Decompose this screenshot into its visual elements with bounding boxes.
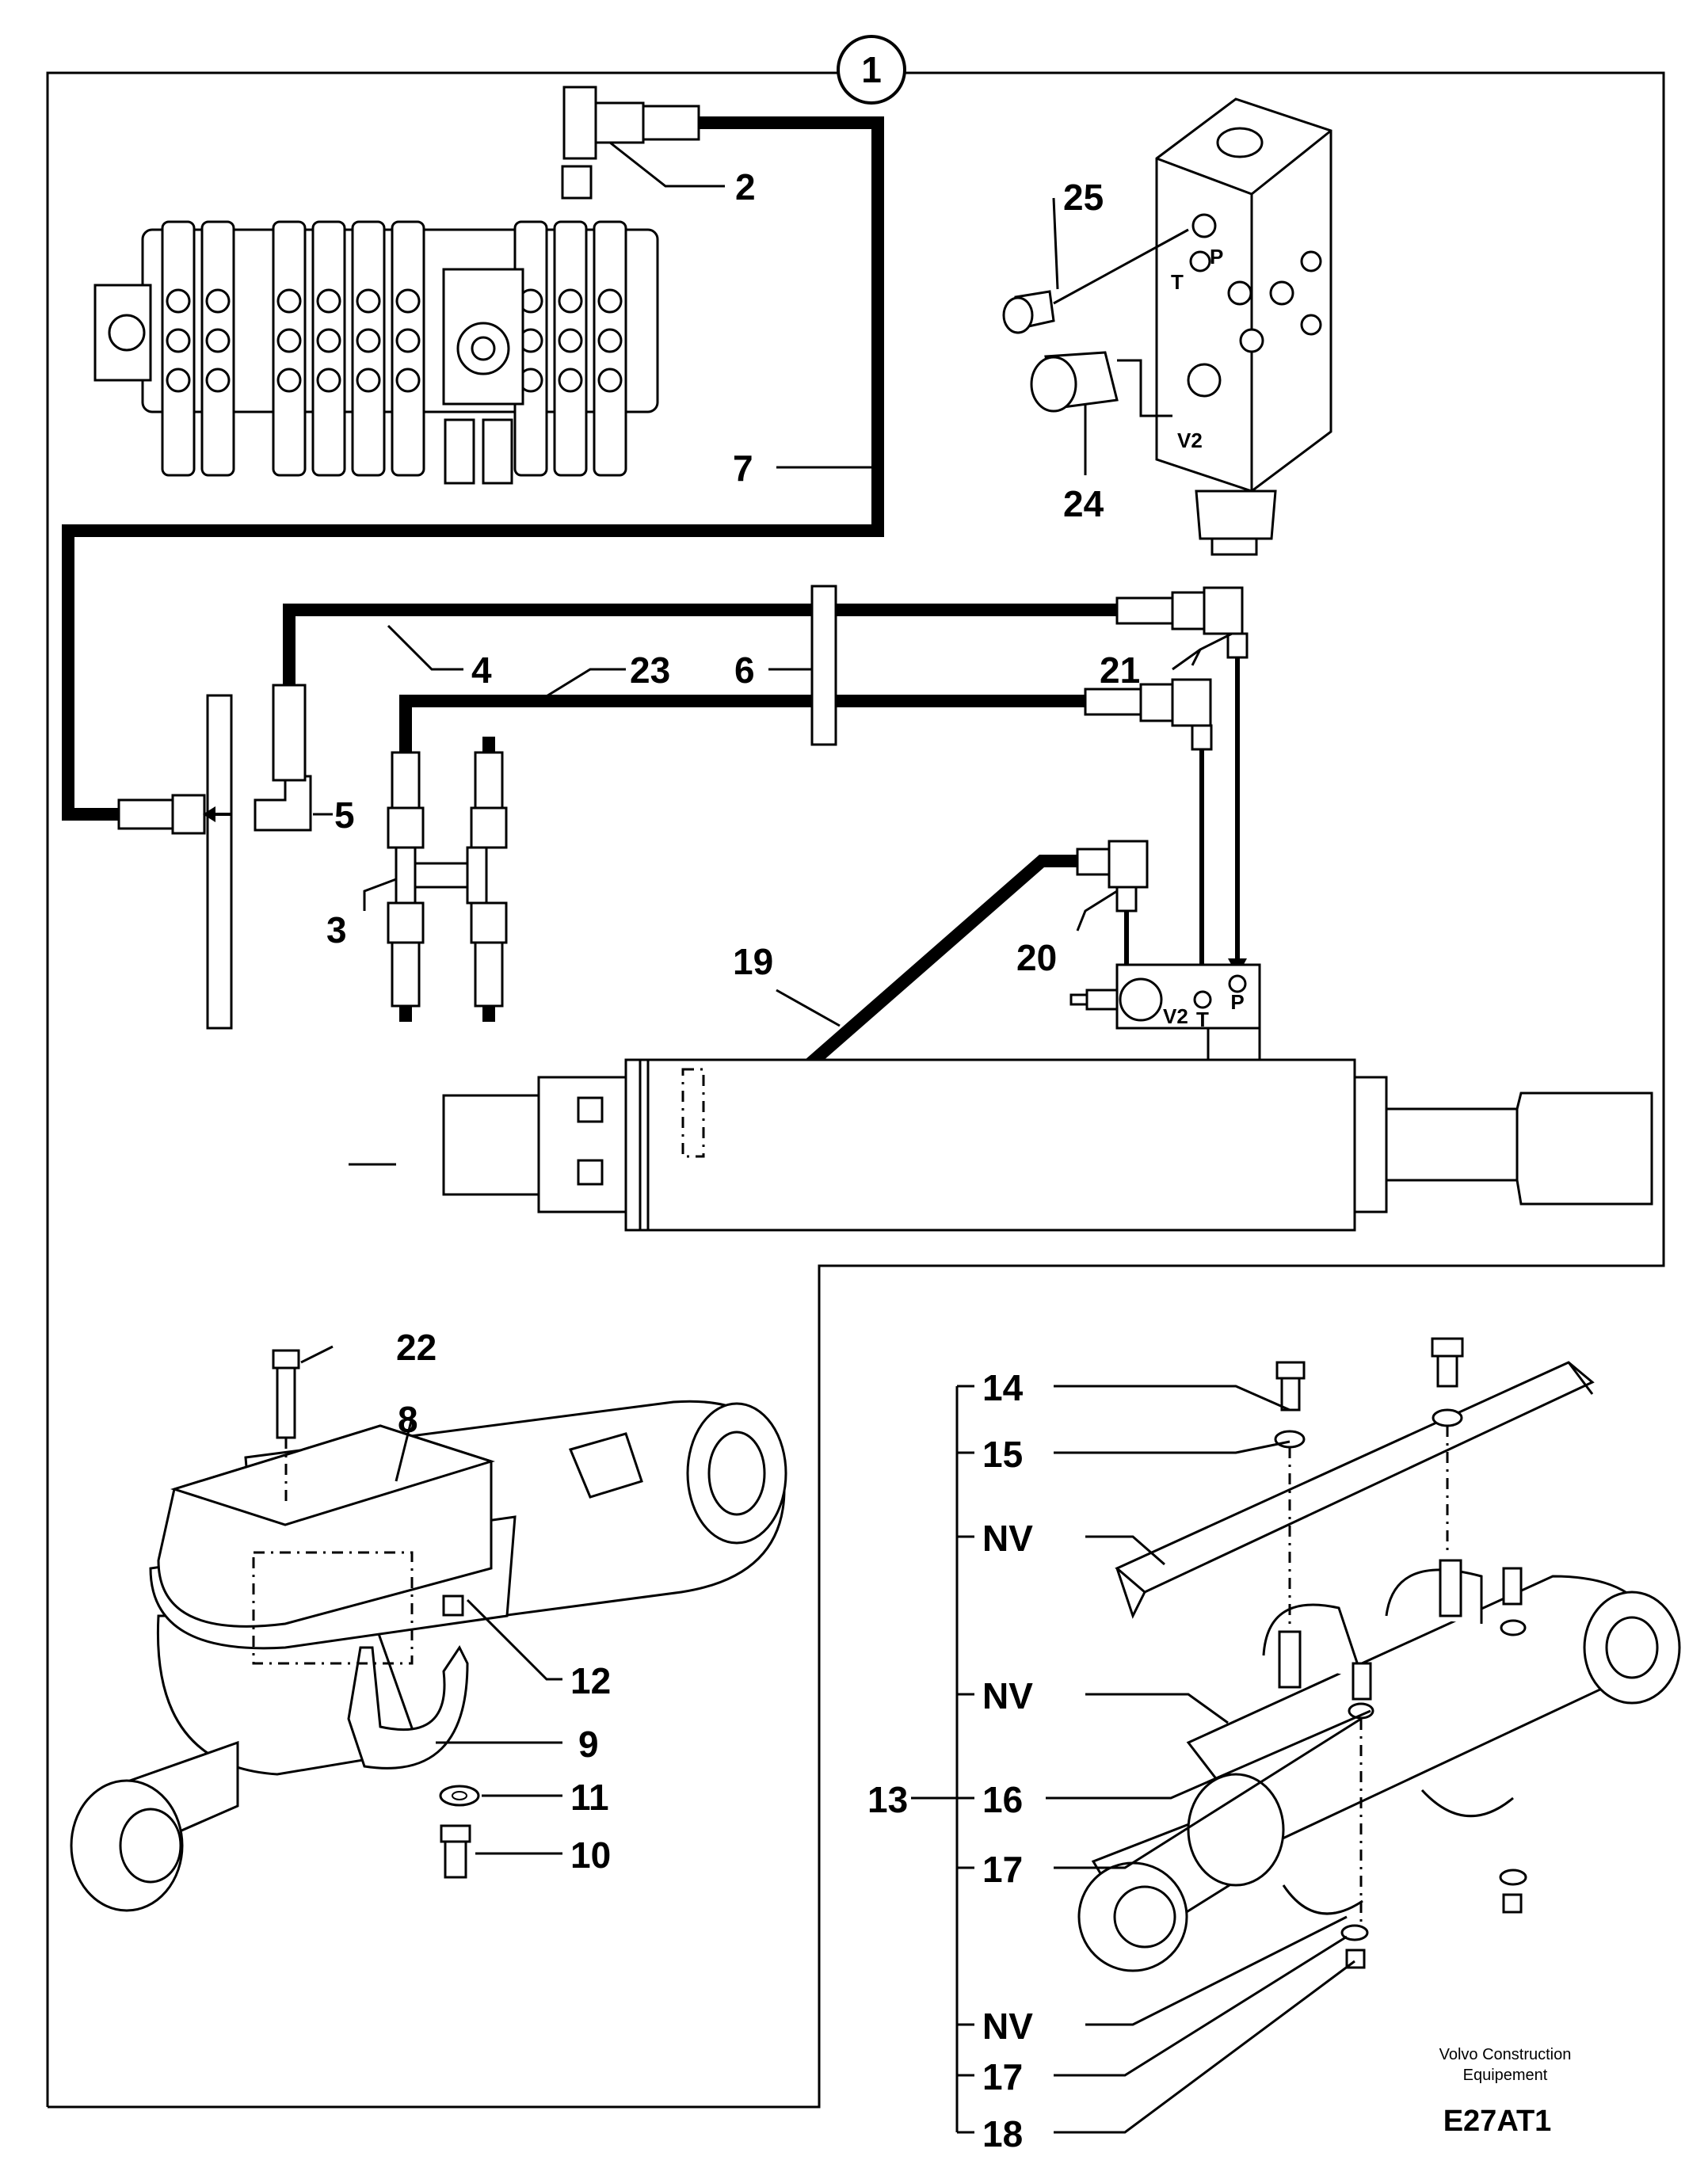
label-nv-3: NV: [982, 2006, 1033, 2047]
fittings-21: [1084, 586, 1249, 751]
label-11: 11: [570, 1777, 609, 1818]
label-23: 23: [630, 650, 670, 691]
drawing-code: E27AT1: [1443, 2105, 1552, 2138]
label-nv-2: NV: [982, 1675, 1033, 1716]
label-19: 19: [733, 941, 773, 982]
label-6: 6: [734, 650, 755, 691]
frame: [46, 71, 1665, 2109]
svg-text:P: P: [1230, 990, 1244, 1014]
callout-1: 1: [837, 35, 906, 105]
svg-text:T: T: [1171, 270, 1184, 294]
bulkhead-left: [117, 684, 312, 1030]
label-20: 20: [1016, 937, 1057, 978]
label-8: 8: [398, 1399, 418, 1440]
fitting-20: [1076, 840, 1149, 912]
svg-text:1: 1: [861, 49, 882, 90]
footer: Volvo Construction Equipement E27AT1: [1439, 2046, 1572, 2138]
label-4: 4: [471, 650, 492, 691]
cylinder-assembly-left: [70, 1349, 787, 1912]
label-2: 2: [735, 166, 756, 208]
clamp-6: [810, 585, 837, 746]
svg-text:V2: V2: [1177, 429, 1203, 452]
valve-block: V2 T P: [1069, 963, 1261, 1061]
label-15: 15: [982, 1434, 1023, 1475]
manufacturer-line-1: Volvo Construction: [1439, 2046, 1572, 2063]
fitting-2: [561, 86, 700, 200]
label-9: 9: [578, 1724, 599, 1765]
label-25: 25: [1063, 177, 1104, 218]
label-22: 22: [396, 1327, 437, 1368]
manufacturer-line-2: Equipement: [1463, 2067, 1548, 2084]
svg-text:T: T: [1196, 1008, 1209, 1031]
label-3: 3: [326, 909, 347, 951]
svg-text:V2: V2: [1163, 1004, 1188, 1028]
label-12: 12: [570, 1660, 611, 1701]
label-18: 18: [982, 2113, 1023, 2154]
label-16: 16: [982, 1779, 1023, 1820]
label-17-b: 17: [982, 2056, 1023, 2097]
label-7: 7: [733, 448, 753, 489]
part-labels: 2 25 7 24 4 23 6 21 5 3 20 19 22 8 12 9 …: [326, 166, 1140, 2154]
cylinder-assembly-right: [1077, 1337, 1681, 1972]
leader-lines: [300, 141, 1371, 2134]
label-24: 24: [1063, 483, 1104, 524]
hose-burst-valve: P T V2: [1002, 97, 1332, 556]
main-cylinder: [442, 1058, 1653, 1232]
control-valve-bank: [93, 220, 659, 485]
coupling-3: [387, 751, 508, 1008]
label-14: 14: [982, 1367, 1024, 1408]
label-5: 5: [334, 794, 355, 836]
label-21: 21: [1100, 650, 1140, 691]
label-nv-1: NV: [982, 1518, 1033, 1559]
label-13: 13: [867, 1779, 908, 1820]
label-10: 10: [570, 1834, 611, 1876]
svg-text:P: P: [1210, 245, 1223, 269]
label-17-a: 17: [982, 1849, 1023, 1890]
